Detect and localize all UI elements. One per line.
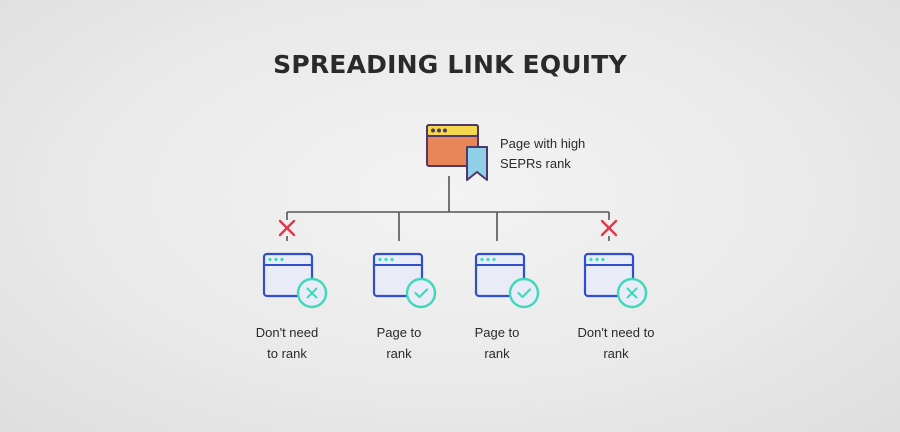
source-page-label-line2: SEPRs rank — [500, 156, 571, 171]
child-page-icon-2 — [372, 252, 437, 309]
bookmark-icon — [466, 146, 488, 181]
x-icon — [278, 219, 296, 237]
browser-window-bookmark-icon — [426, 124, 488, 181]
check-icon — [517, 288, 532, 299]
child-label-line2: rank — [484, 346, 510, 361]
child-page-icon-1 — [262, 252, 328, 309]
check-icon — [414, 288, 429, 299]
child-page-icon-3 — [474, 252, 540, 309]
source-page-label-line1: Page with high — [500, 136, 586, 151]
page-title: SPREADING LINK EQUITY — [273, 50, 627, 79]
connector-tree — [286, 176, 610, 241]
x-icon — [306, 287, 318, 299]
x-icon — [626, 287, 638, 299]
child-page-icon-4 — [583, 252, 648, 309]
child-label-1: Don't need to rank — [227, 322, 347, 364]
x-icon — [600, 219, 618, 237]
child-label-line2: rank — [603, 346, 629, 361]
child-label-line2: to rank — [267, 346, 307, 361]
child-label-4: Don't need to rank — [556, 322, 676, 364]
child-label-line1: Page to — [376, 325, 422, 340]
child-label-line1: Page to — [474, 325, 520, 340]
source-page-label: Page with high SEPRs rank — [500, 134, 630, 174]
child-label-2: Page to rank — [339, 322, 459, 364]
child-label-3: Page to rank — [437, 322, 557, 364]
child-label-line1: Don't need — [255, 325, 319, 340]
child-label-line2: rank — [386, 346, 412, 361]
child-label-line1: Don't need to — [577, 325, 655, 340]
